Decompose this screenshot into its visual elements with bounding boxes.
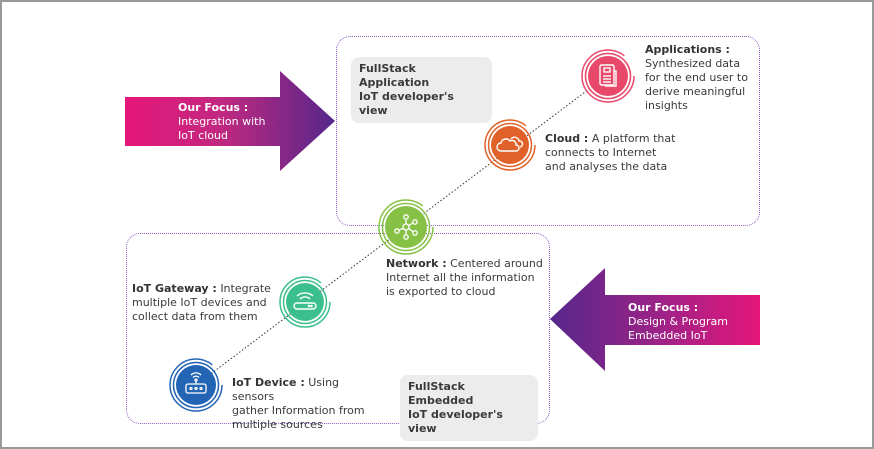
focus-arrow-right (125, 71, 335, 171)
focus-bottom-text: Our Focus : Design & Program Embedded Io… (628, 301, 758, 343)
network-line: is exported to cloud (386, 285, 496, 298)
focus-top-line1: Integration with (178, 115, 266, 128)
applications-line: Synthesized data (645, 57, 741, 70)
focus-top-title: Our Focus : (178, 101, 249, 114)
cloud-node (484, 119, 536, 171)
focus-bottom-line1: Design & Program (628, 315, 728, 328)
document-icon (599, 64, 617, 87)
network-line: Centered around (450, 257, 543, 270)
application-view-line2: IoT developer's view (359, 90, 454, 117)
gateway-node (279, 276, 331, 328)
device-line: multiple sources (232, 418, 323, 431)
embedded-view-line1: FullStack Embedded (408, 380, 474, 407)
cloud-line: and analyses the data (545, 160, 668, 173)
application-view-label: FullStack Application IoT developer's vi… (351, 57, 492, 123)
device-description: IoT Device : Using sensors gather Inform… (232, 376, 382, 432)
focus-top-text: Our Focus : Integration with IoT cloud (178, 101, 298, 143)
gateway-line: collect data from them (132, 310, 258, 323)
network-icon (394, 214, 418, 240)
applications-line: for the end user to (645, 71, 748, 84)
applications-line: insights (645, 99, 688, 112)
device-node (169, 358, 223, 412)
gateway-description: IoT Gateway : Integrate multiple IoT dev… (132, 282, 282, 324)
network-description: Network : Centered around Internet all t… (386, 257, 551, 299)
cloud-icon (496, 136, 524, 152)
focus-top-line2: IoT cloud (178, 129, 228, 142)
gateway-title: IoT Gateway : (132, 282, 217, 295)
application-view-region (336, 36, 760, 226)
network-title: Network : (386, 257, 447, 270)
embedded-view-label: FullStack Embedded IoT developer's view (400, 375, 538, 441)
applications-title: Applications : (645, 43, 730, 56)
cloud-description: Cloud : A platform that connects to Inte… (545, 132, 685, 174)
device-title: IoT Device : (232, 376, 305, 389)
focus-bottom-line2: Embedded IoT (628, 329, 708, 342)
focus-bottom-title: Our Focus : (628, 301, 699, 314)
embedded-view-line2: IoT developer's view (408, 408, 503, 435)
gateway-line: multiple IoT devices and (132, 296, 267, 309)
embedded-view-region (126, 233, 550, 424)
router-icon (293, 292, 317, 310)
device-line: gather Information from (232, 404, 365, 417)
applications-line: derive meaningful (645, 85, 746, 98)
gateway-line: Integrate (220, 282, 271, 295)
device-icon (185, 372, 207, 394)
cloud-line: connects to Internet (545, 146, 657, 159)
applications-node (581, 49, 635, 103)
device-line: Using sensors (232, 376, 340, 403)
network-node (378, 199, 434, 255)
cloud-title: Cloud : (545, 132, 589, 145)
applications-description: Applications : Synthesized data for the … (645, 43, 765, 113)
network-line: Internet all the information (386, 271, 535, 284)
focus-arrow-left (550, 268, 760, 371)
cloud-line: A platform that (591, 132, 676, 145)
application-view-line1: FullStack Application (359, 62, 430, 89)
